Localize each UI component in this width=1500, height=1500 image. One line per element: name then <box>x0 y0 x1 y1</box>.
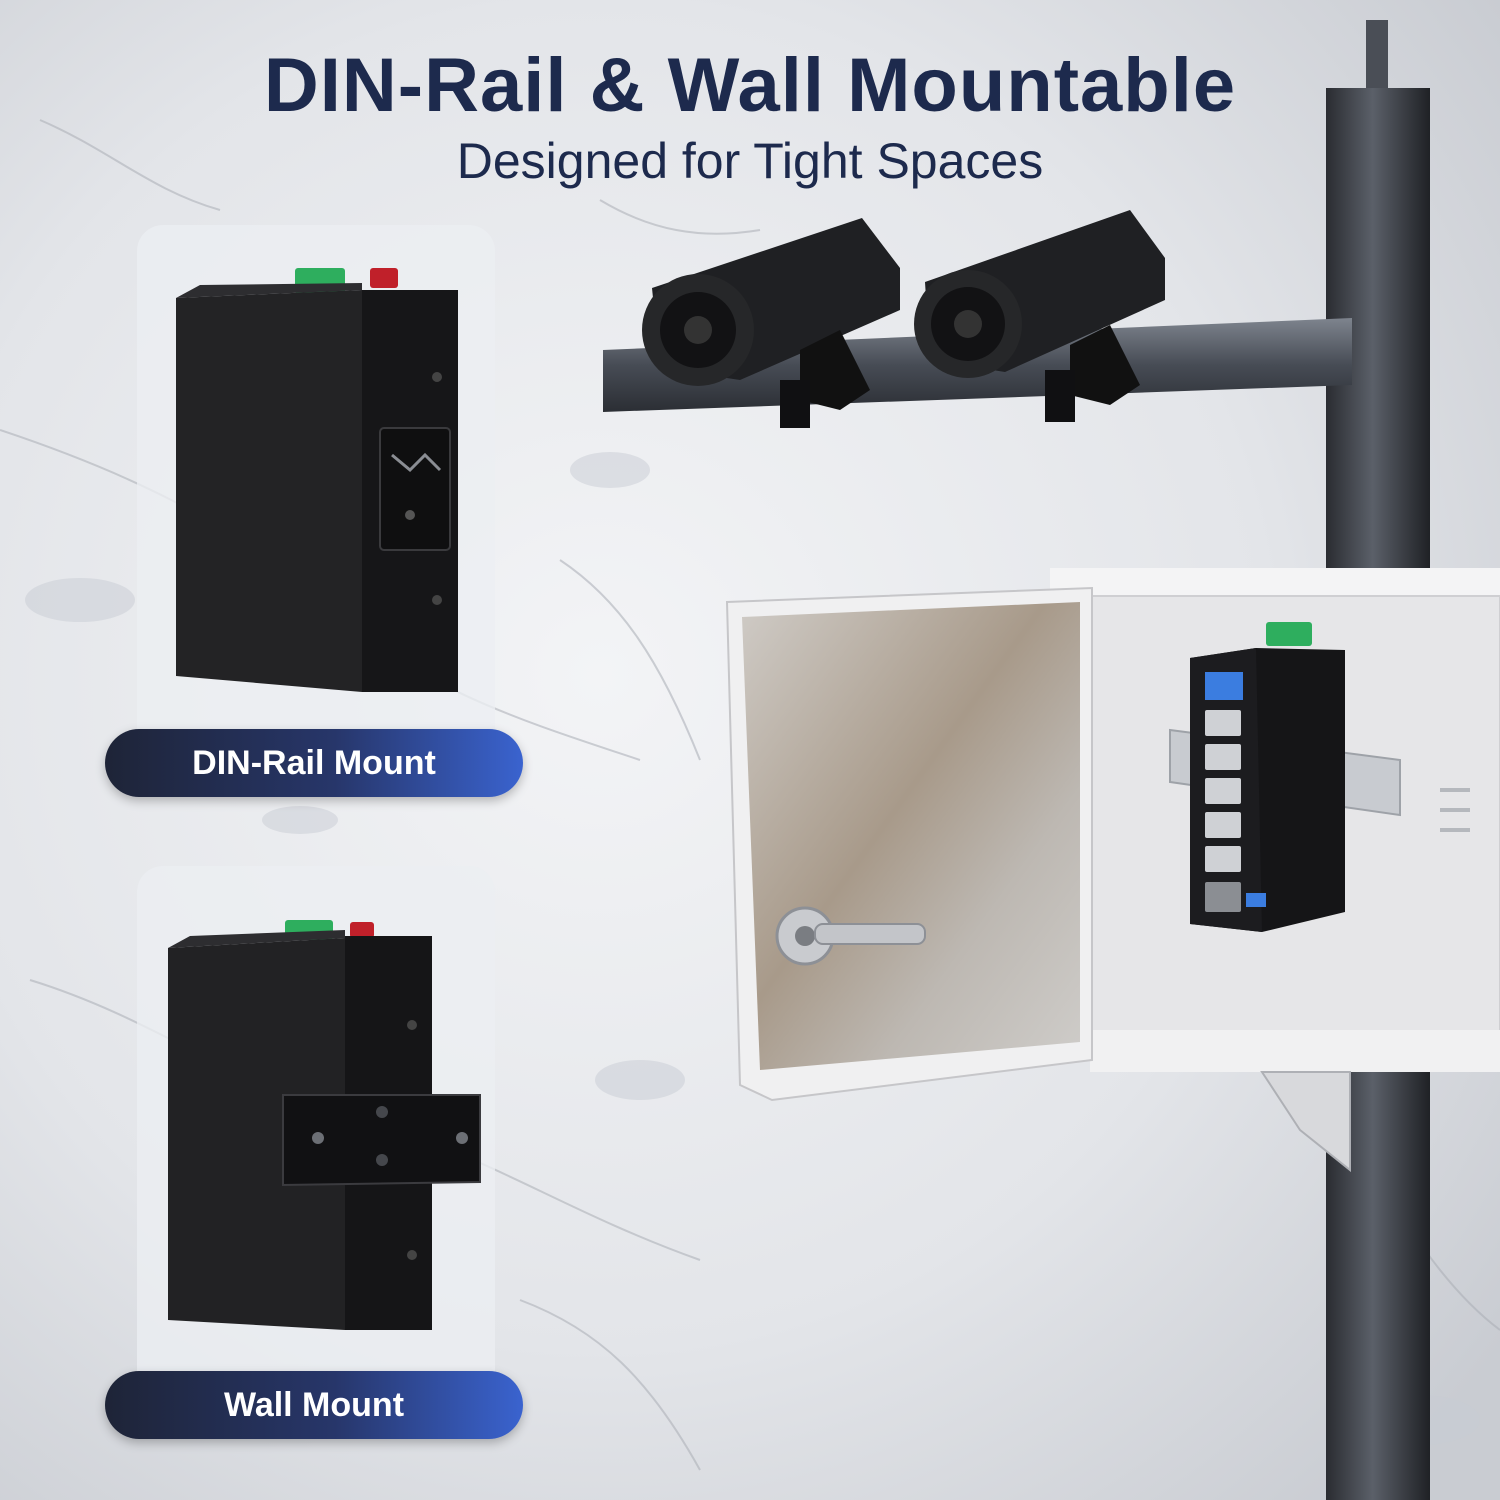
din-rail-mount-label: DIN-Rail Mount <box>105 729 523 797</box>
terminal-block-icon <box>1266 622 1312 646</box>
status-label <box>1205 672 1243 700</box>
keyhole-icon <box>312 1132 324 1144</box>
power-connector-icon <box>350 922 374 938</box>
page-subheadline: Designed for Tight Spaces <box>456 133 1044 189</box>
door-handle <box>814 923 926 945</box>
security-camera-left <box>642 218 900 428</box>
pole-rod <box>1366 20 1388 100</box>
wall-mount-label: Wall Mount <box>105 1371 523 1439</box>
din-rail-device <box>176 268 458 692</box>
rj45-port-icons <box>1205 710 1241 872</box>
page-headline: DIN-Rail & Wall Mountable <box>263 43 1237 128</box>
security-camera-right <box>914 210 1165 422</box>
power-connector-icon <box>370 268 398 288</box>
wall-mount-bracket <box>282 1094 481 1187</box>
ethernet-switch <box>1190 622 1345 932</box>
sfp-port-icon <box>1205 882 1241 912</box>
keyhole-icon <box>456 1132 468 1144</box>
wall-mount-device <box>168 920 481 1330</box>
